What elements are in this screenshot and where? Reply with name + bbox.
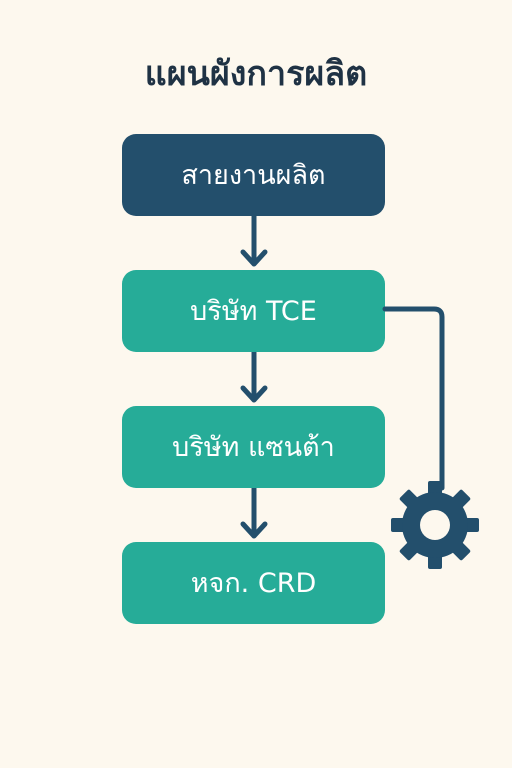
node-tce: บริษัท TCE [122, 270, 385, 352]
node-label: บริษัท แซนต้า [172, 431, 335, 463]
gear-icon [391, 481, 479, 569]
diagram-title: แผนผังการผลิต [144, 54, 368, 94]
node-production-line: สายงานผลิต [122, 134, 385, 216]
arrow-santa-to-crd [240, 488, 268, 539]
node-crd: หจก. CRD [122, 542, 385, 624]
arrow-production-to-tce [240, 216, 268, 267]
node-label: บริษัท TCE [190, 295, 317, 327]
arrow-tce-to-santa [240, 352, 268, 403]
node-label: หจก. CRD [190, 567, 317, 599]
node-label: สายงานผลิต [181, 159, 326, 191]
node-santa: บริษัท แซนต้า [122, 406, 385, 488]
connector-tce-to-gear [382, 306, 445, 491]
